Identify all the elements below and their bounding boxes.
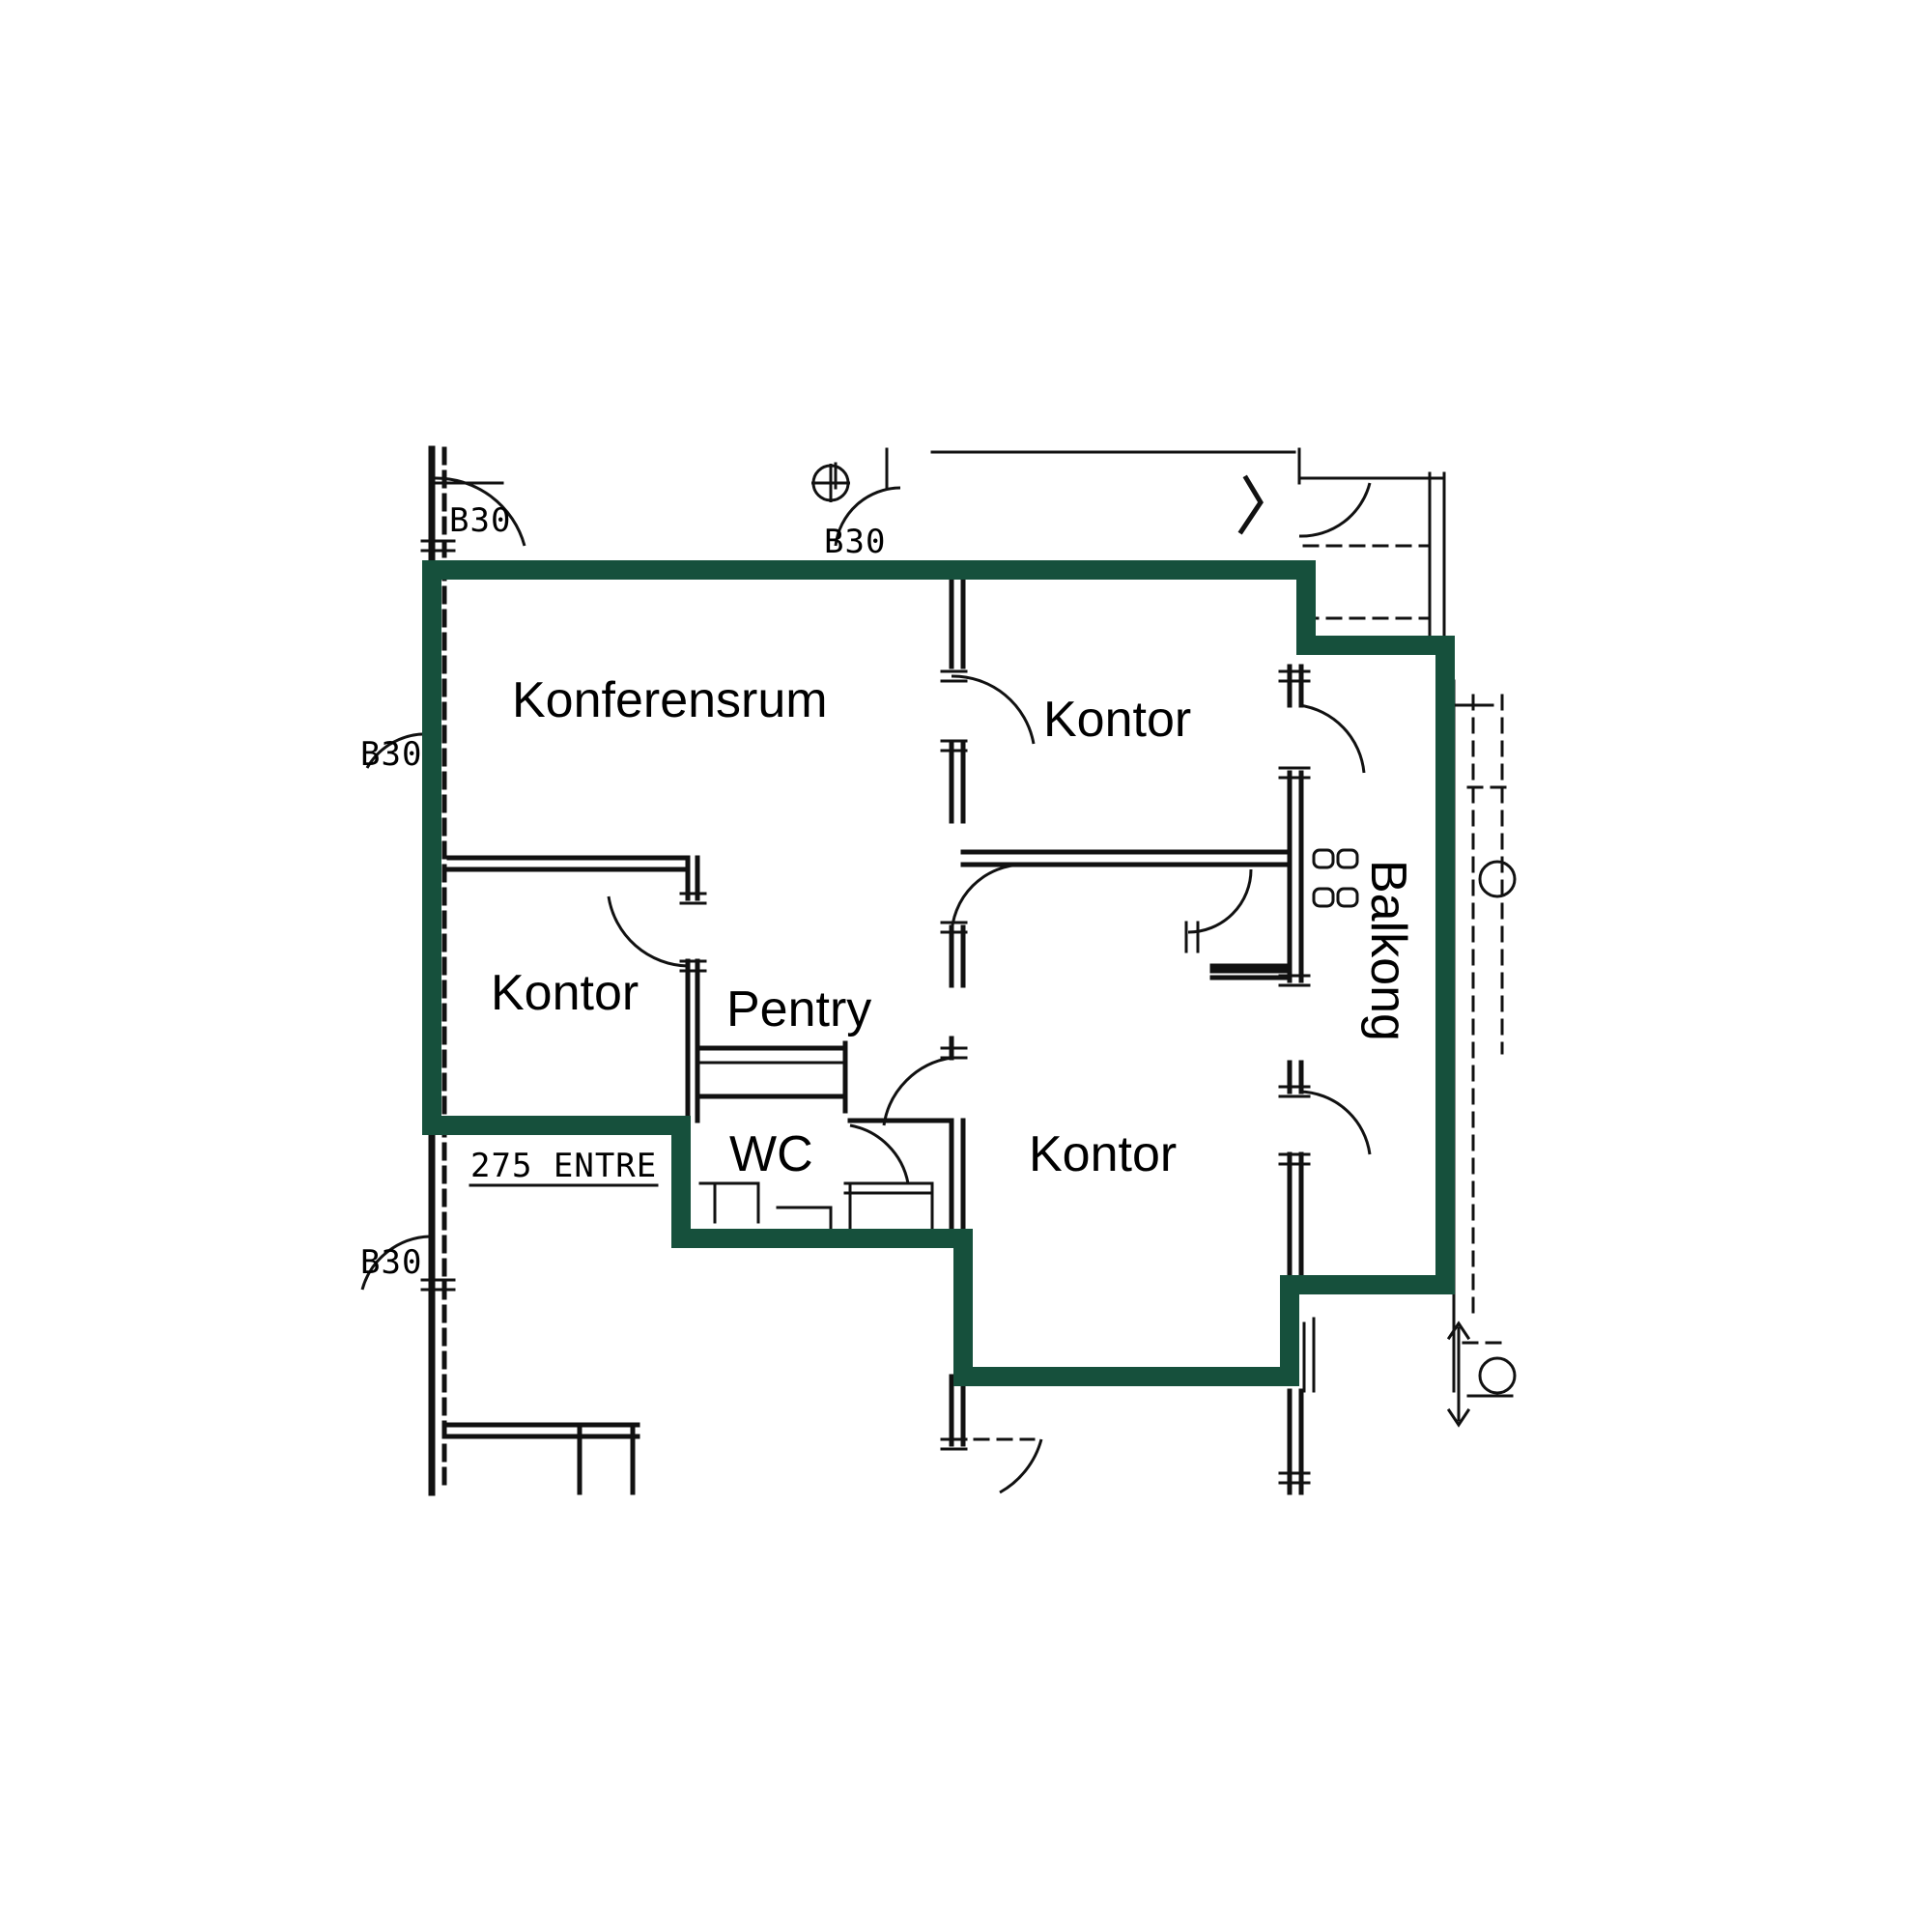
tag-b30-bottom-left: B30 [360,1243,422,1282]
room-label-kontor-top-right: Kontor [1043,692,1191,748]
background-walls [420,445,1514,1496]
fixture-symbols [811,464,1517,1428]
door-swings [360,476,1372,1494]
room-label-kontor-bottom-right: Kontor [1029,1126,1177,1182]
tag-b30-top-left: B30 [449,501,511,540]
room-label-wc: WC [729,1126,813,1182]
room-label-balkong: Balkong [1360,860,1416,1041]
unit-outline [422,560,1455,1386]
room-label-kontor-left: Kontor [491,965,639,1021]
room-label-pentry: Pentry [726,981,871,1037]
tag-b30-top-center: B30 [824,523,886,561]
room-label-konferensrum: Konferensrum [512,672,828,728]
tag-entre: 275 ENTRE [470,1147,657,1185]
tag-b30-left: B30 [360,735,422,774]
